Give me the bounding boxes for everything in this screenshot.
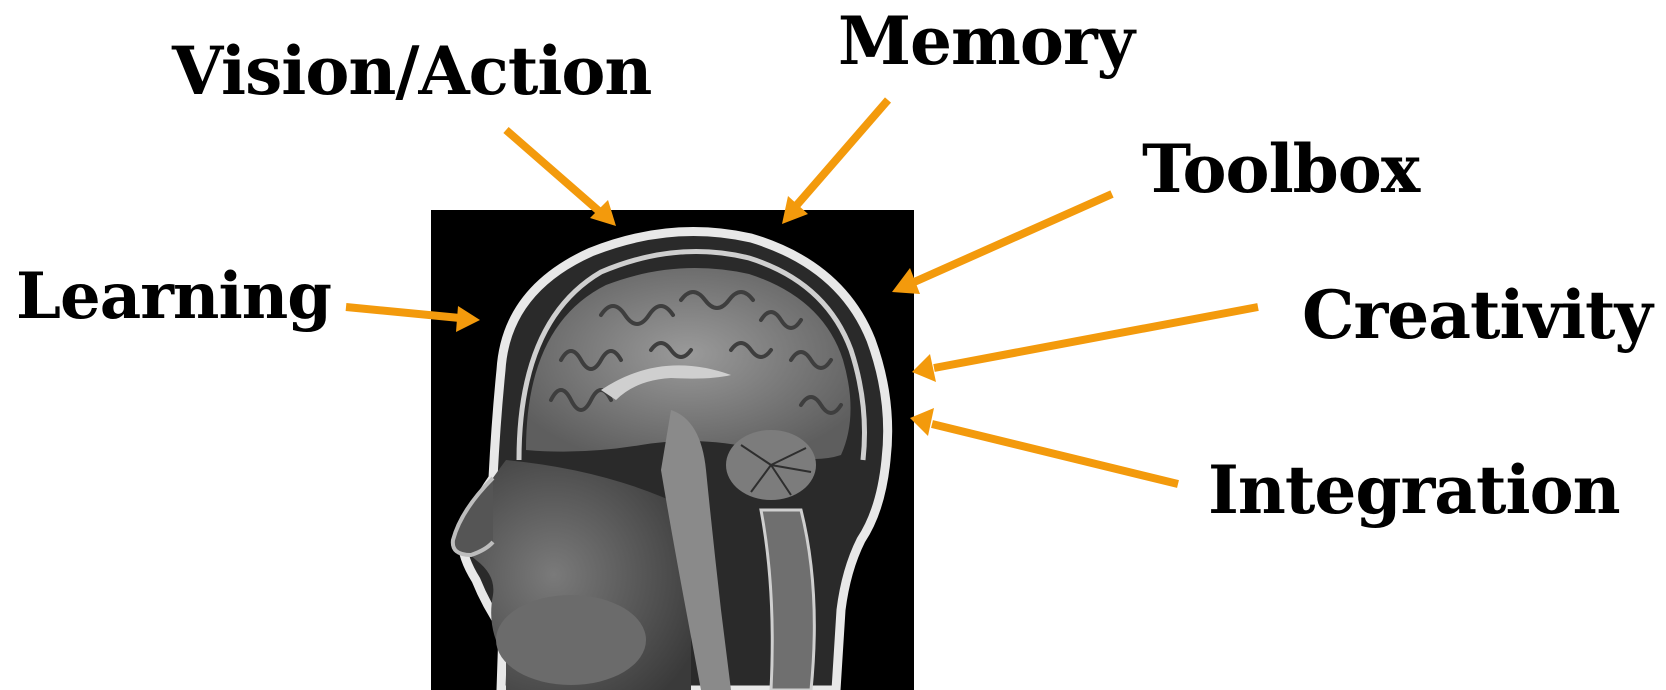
label-creativity: Creativity [1302, 282, 1652, 348]
arrow-creativity [912, 307, 1258, 382]
arrow-memory [782, 100, 888, 224]
arrow-toolbox [892, 194, 1112, 294]
oral-region [496, 595, 646, 685]
label-toolbox: Toolbox [1142, 136, 1419, 202]
nose-shape [453, 478, 493, 555]
label-vision-action: Vision/Action [172, 38, 651, 104]
mri-brain-illustration [431, 210, 914, 690]
arrow-integration [910, 408, 1178, 484]
mri-brain-image [431, 210, 914, 690]
label-integration: Integration [1208, 457, 1620, 523]
label-memory: Memory [838, 8, 1134, 74]
label-learning: Learning [16, 265, 331, 329]
